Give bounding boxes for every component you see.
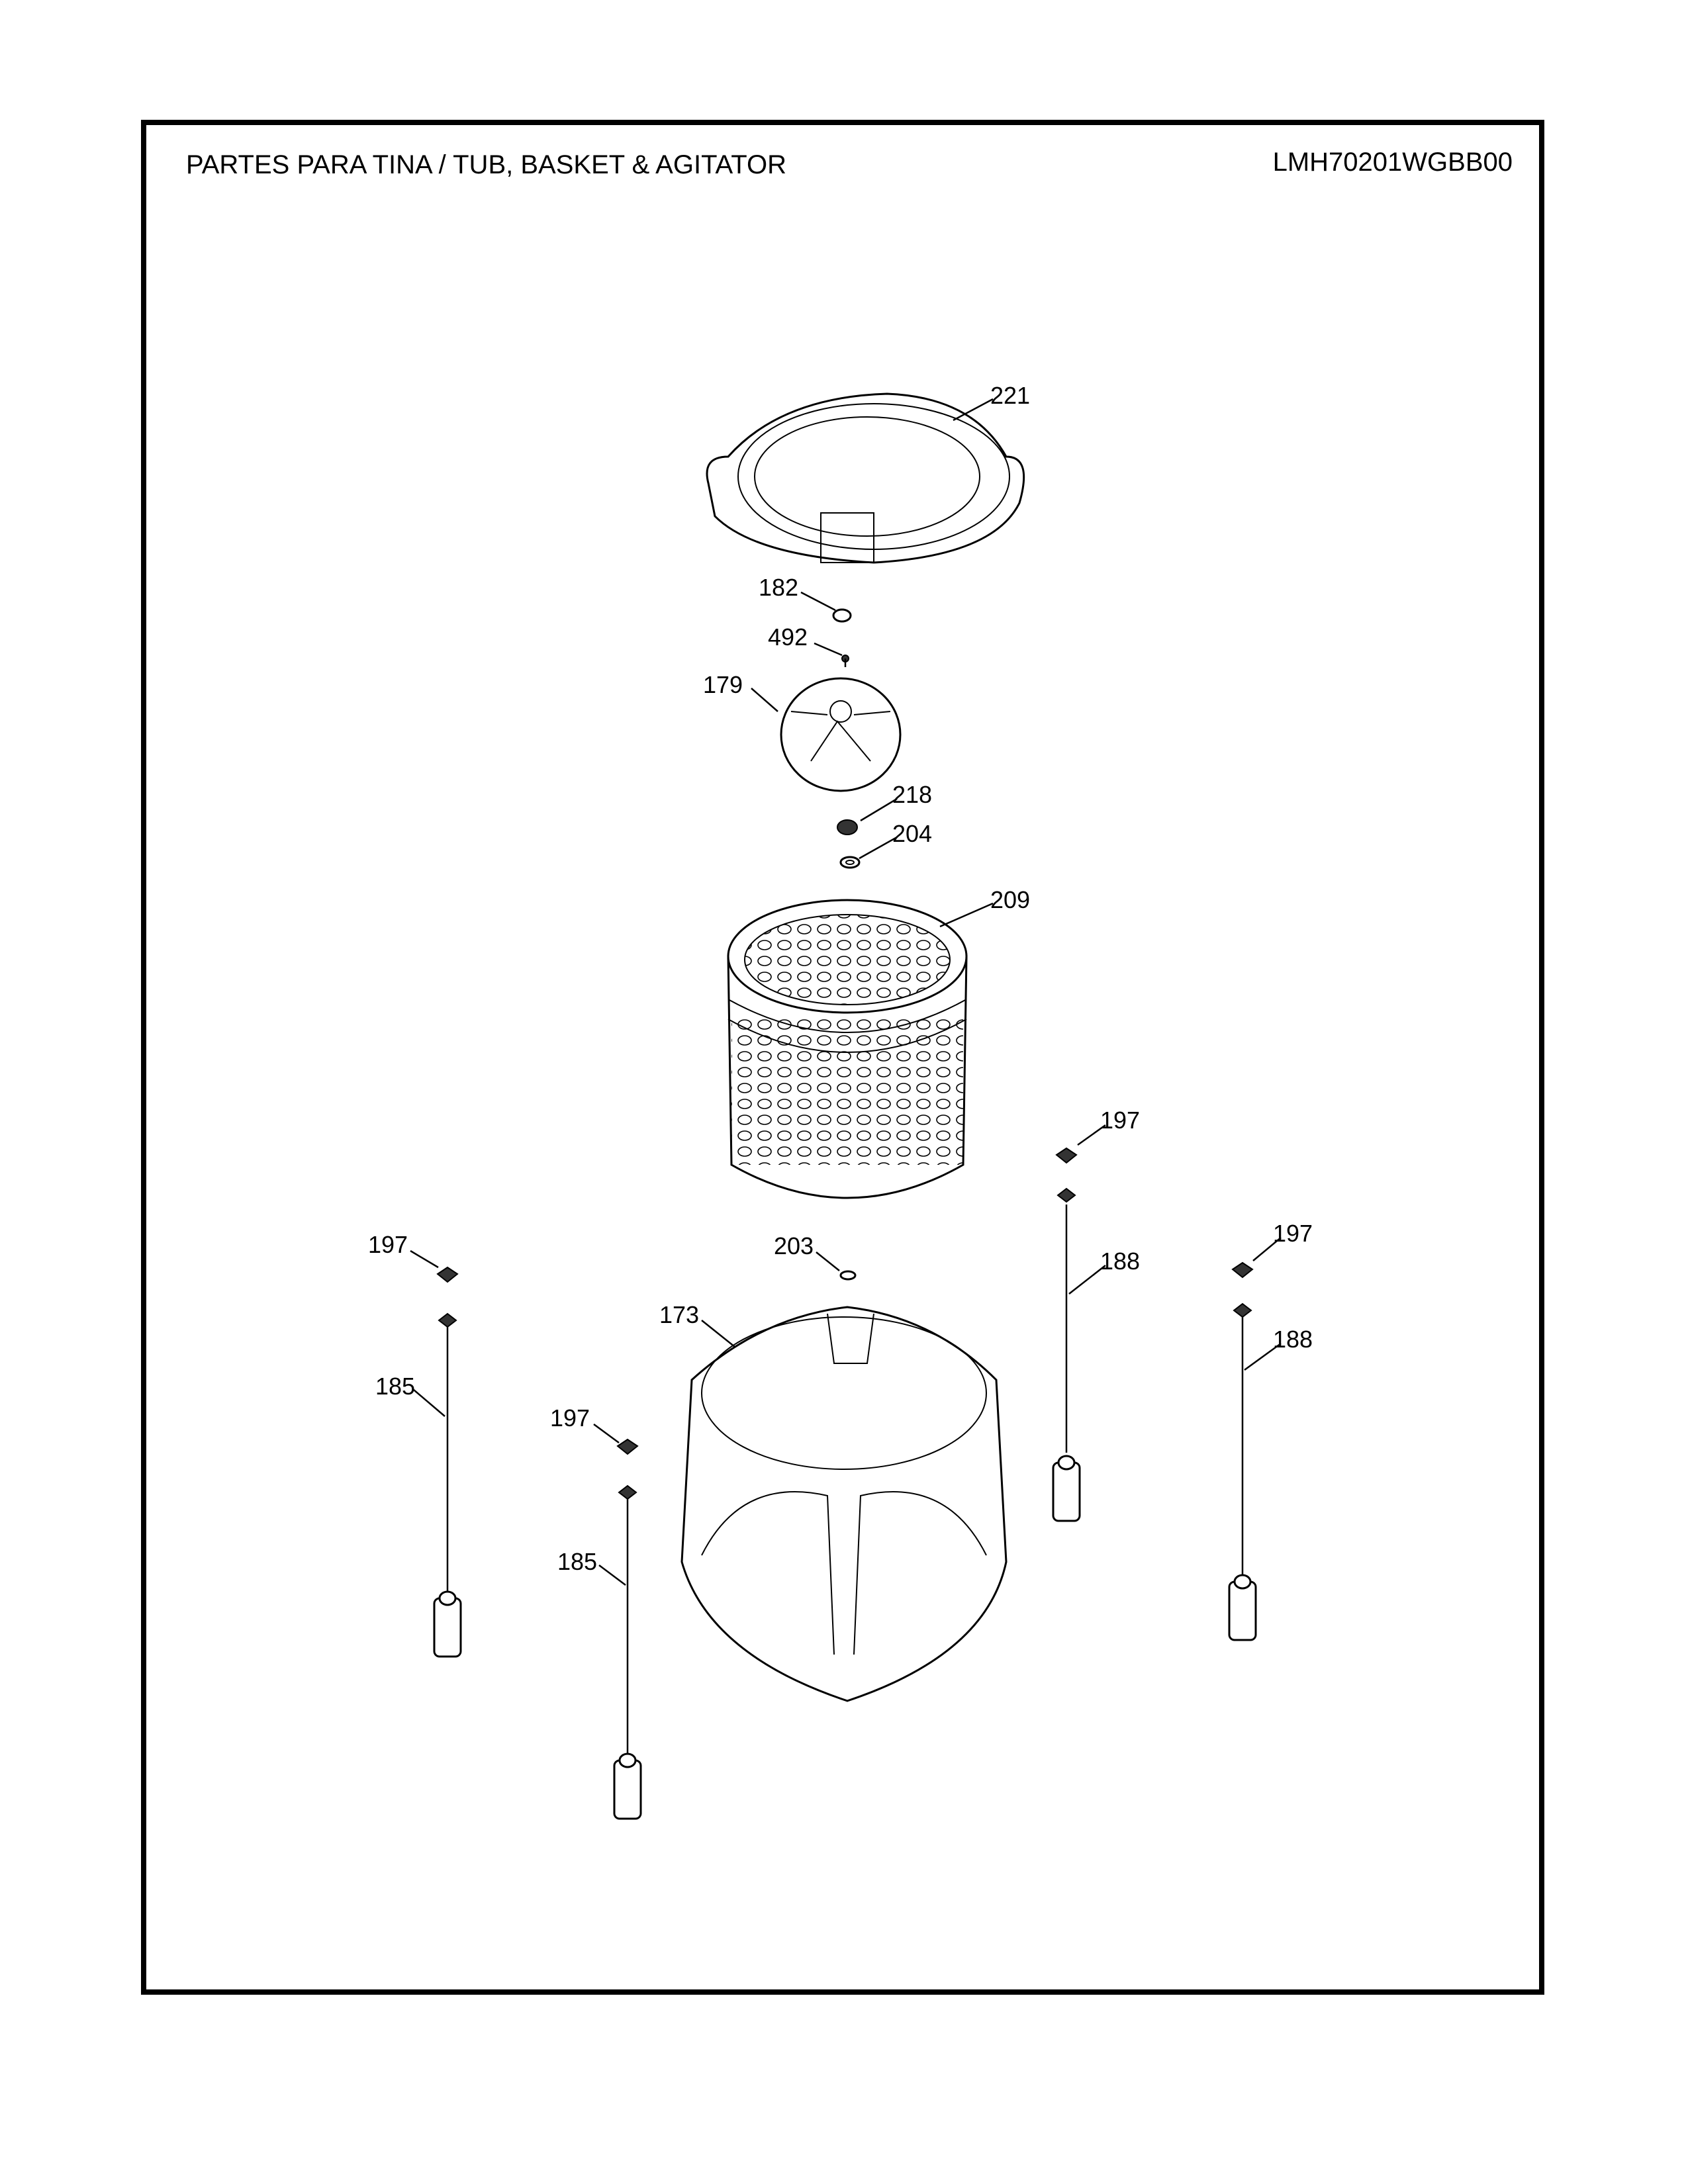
outer-tub-173[interactable] <box>680 1306 1008 1702</box>
suspension-rod-188-b[interactable] <box>1228 1261 1257 1641</box>
callout-185: 185 <box>375 1373 415 1400</box>
callout-197: 197 <box>1100 1107 1140 1134</box>
leader-lines <box>410 398 1282 1586</box>
callout-197: 197 <box>550 1404 590 1432</box>
basket-209[interactable] <box>727 899 968 1199</box>
callout-197: 197 <box>1273 1220 1313 1247</box>
tub-cover-221[interactable] <box>706 392 1025 564</box>
model-number: LMH70201WGBB00 <box>1273 148 1513 177</box>
callout-188: 188 <box>1100 1248 1140 1275</box>
callout-197: 197 <box>368 1231 408 1258</box>
callout-188: 188 <box>1273 1326 1313 1353</box>
diagram-title: PARTES PARA TINA / TUB, BASKET & AGITATO… <box>186 150 786 179</box>
page-border <box>141 120 1544 1995</box>
callout-492: 492 <box>768 623 808 651</box>
callout-173: 173 <box>659 1301 699 1328</box>
cap-182[interactable] <box>832 608 852 623</box>
washer-203[interactable] <box>839 1270 857 1281</box>
suspension-rod-185-b[interactable] <box>613 1438 642 1820</box>
callout-185: 185 <box>557 1548 597 1575</box>
callout-203: 203 <box>774 1232 814 1259</box>
callout-209: 209 <box>990 886 1030 913</box>
pulsator-179[interactable] <box>780 677 902 792</box>
suspension-rod-188-a[interactable] <box>1052 1147 1081 1522</box>
suspension-rod-185-a[interactable] <box>433 1266 462 1658</box>
nut-218[interactable] <box>837 819 858 835</box>
callout-182: 182 <box>759 574 798 601</box>
washer-204[interactable] <box>839 856 861 869</box>
callout-218: 218 <box>892 781 932 808</box>
screw-492[interactable] <box>841 655 849 667</box>
callout-179: 179 <box>703 671 743 698</box>
callout-204: 204 <box>892 820 932 847</box>
callout-labels: 221 182 492 179 218 204 209 197 188 197 … <box>368 382 1313 1575</box>
callout-221: 221 <box>990 382 1030 409</box>
